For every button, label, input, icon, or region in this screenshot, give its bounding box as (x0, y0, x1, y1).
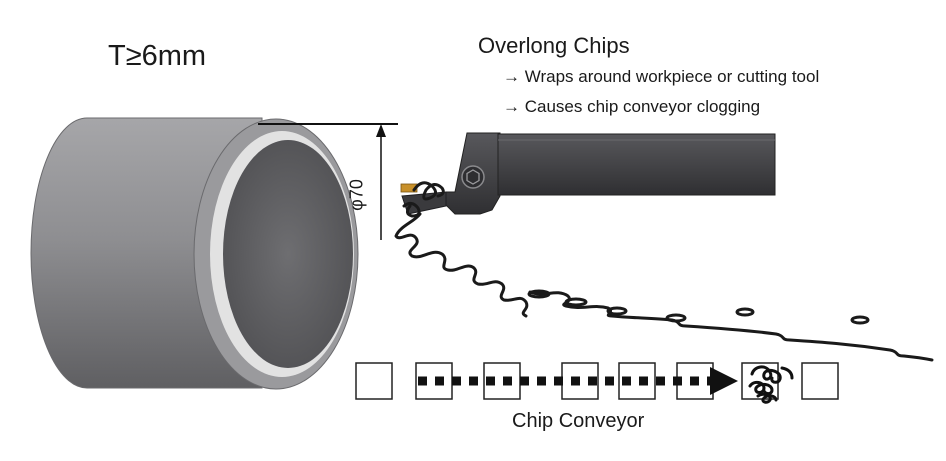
chip-knot-1 (527, 289, 551, 299)
chip-effect-wrapping: → Wraps around workpiece or cutting tool (503, 67, 820, 86)
thickness-label: T≥6mm (108, 40, 207, 72)
chip-helix-upper (394, 212, 529, 318)
conveyor-flow-arrowhead (710, 367, 738, 395)
chip-knot-2 (564, 297, 588, 307)
chips-title: Overlong Chips (478, 33, 630, 58)
conveyor-cell (801, 362, 839, 400)
chip-conveyor (355, 362, 839, 404)
tool-blade (401, 191, 447, 215)
diameter-label: φ70 (346, 179, 367, 211)
chip-knot-3 (606, 306, 628, 316)
tool-shank (497, 133, 776, 196)
chip-tail (528, 290, 934, 362)
clogged-chip-tangle (748, 365, 794, 404)
cutting-tool (400, 132, 776, 215)
chip-knot-4 (665, 313, 687, 323)
workpiece-tube (30, 117, 359, 390)
chip-knot-6 (850, 315, 870, 325)
overlong-chip (394, 181, 934, 362)
clamp-screw-socket (466, 169, 480, 185)
chip-knot-5 (735, 307, 755, 317)
conveyor-cell (483, 362, 521, 400)
conveyor-cell (355, 362, 393, 400)
clamp-screw (461, 165, 485, 189)
dimension-arrowhead (376, 124, 386, 137)
diameter-dimension (258, 123, 398, 240)
conveyor-label: Chip Conveyor (512, 410, 645, 432)
chip-effect-clogging: → Causes chip conveyor clogging (503, 97, 761, 116)
tube-bore (223, 140, 353, 368)
